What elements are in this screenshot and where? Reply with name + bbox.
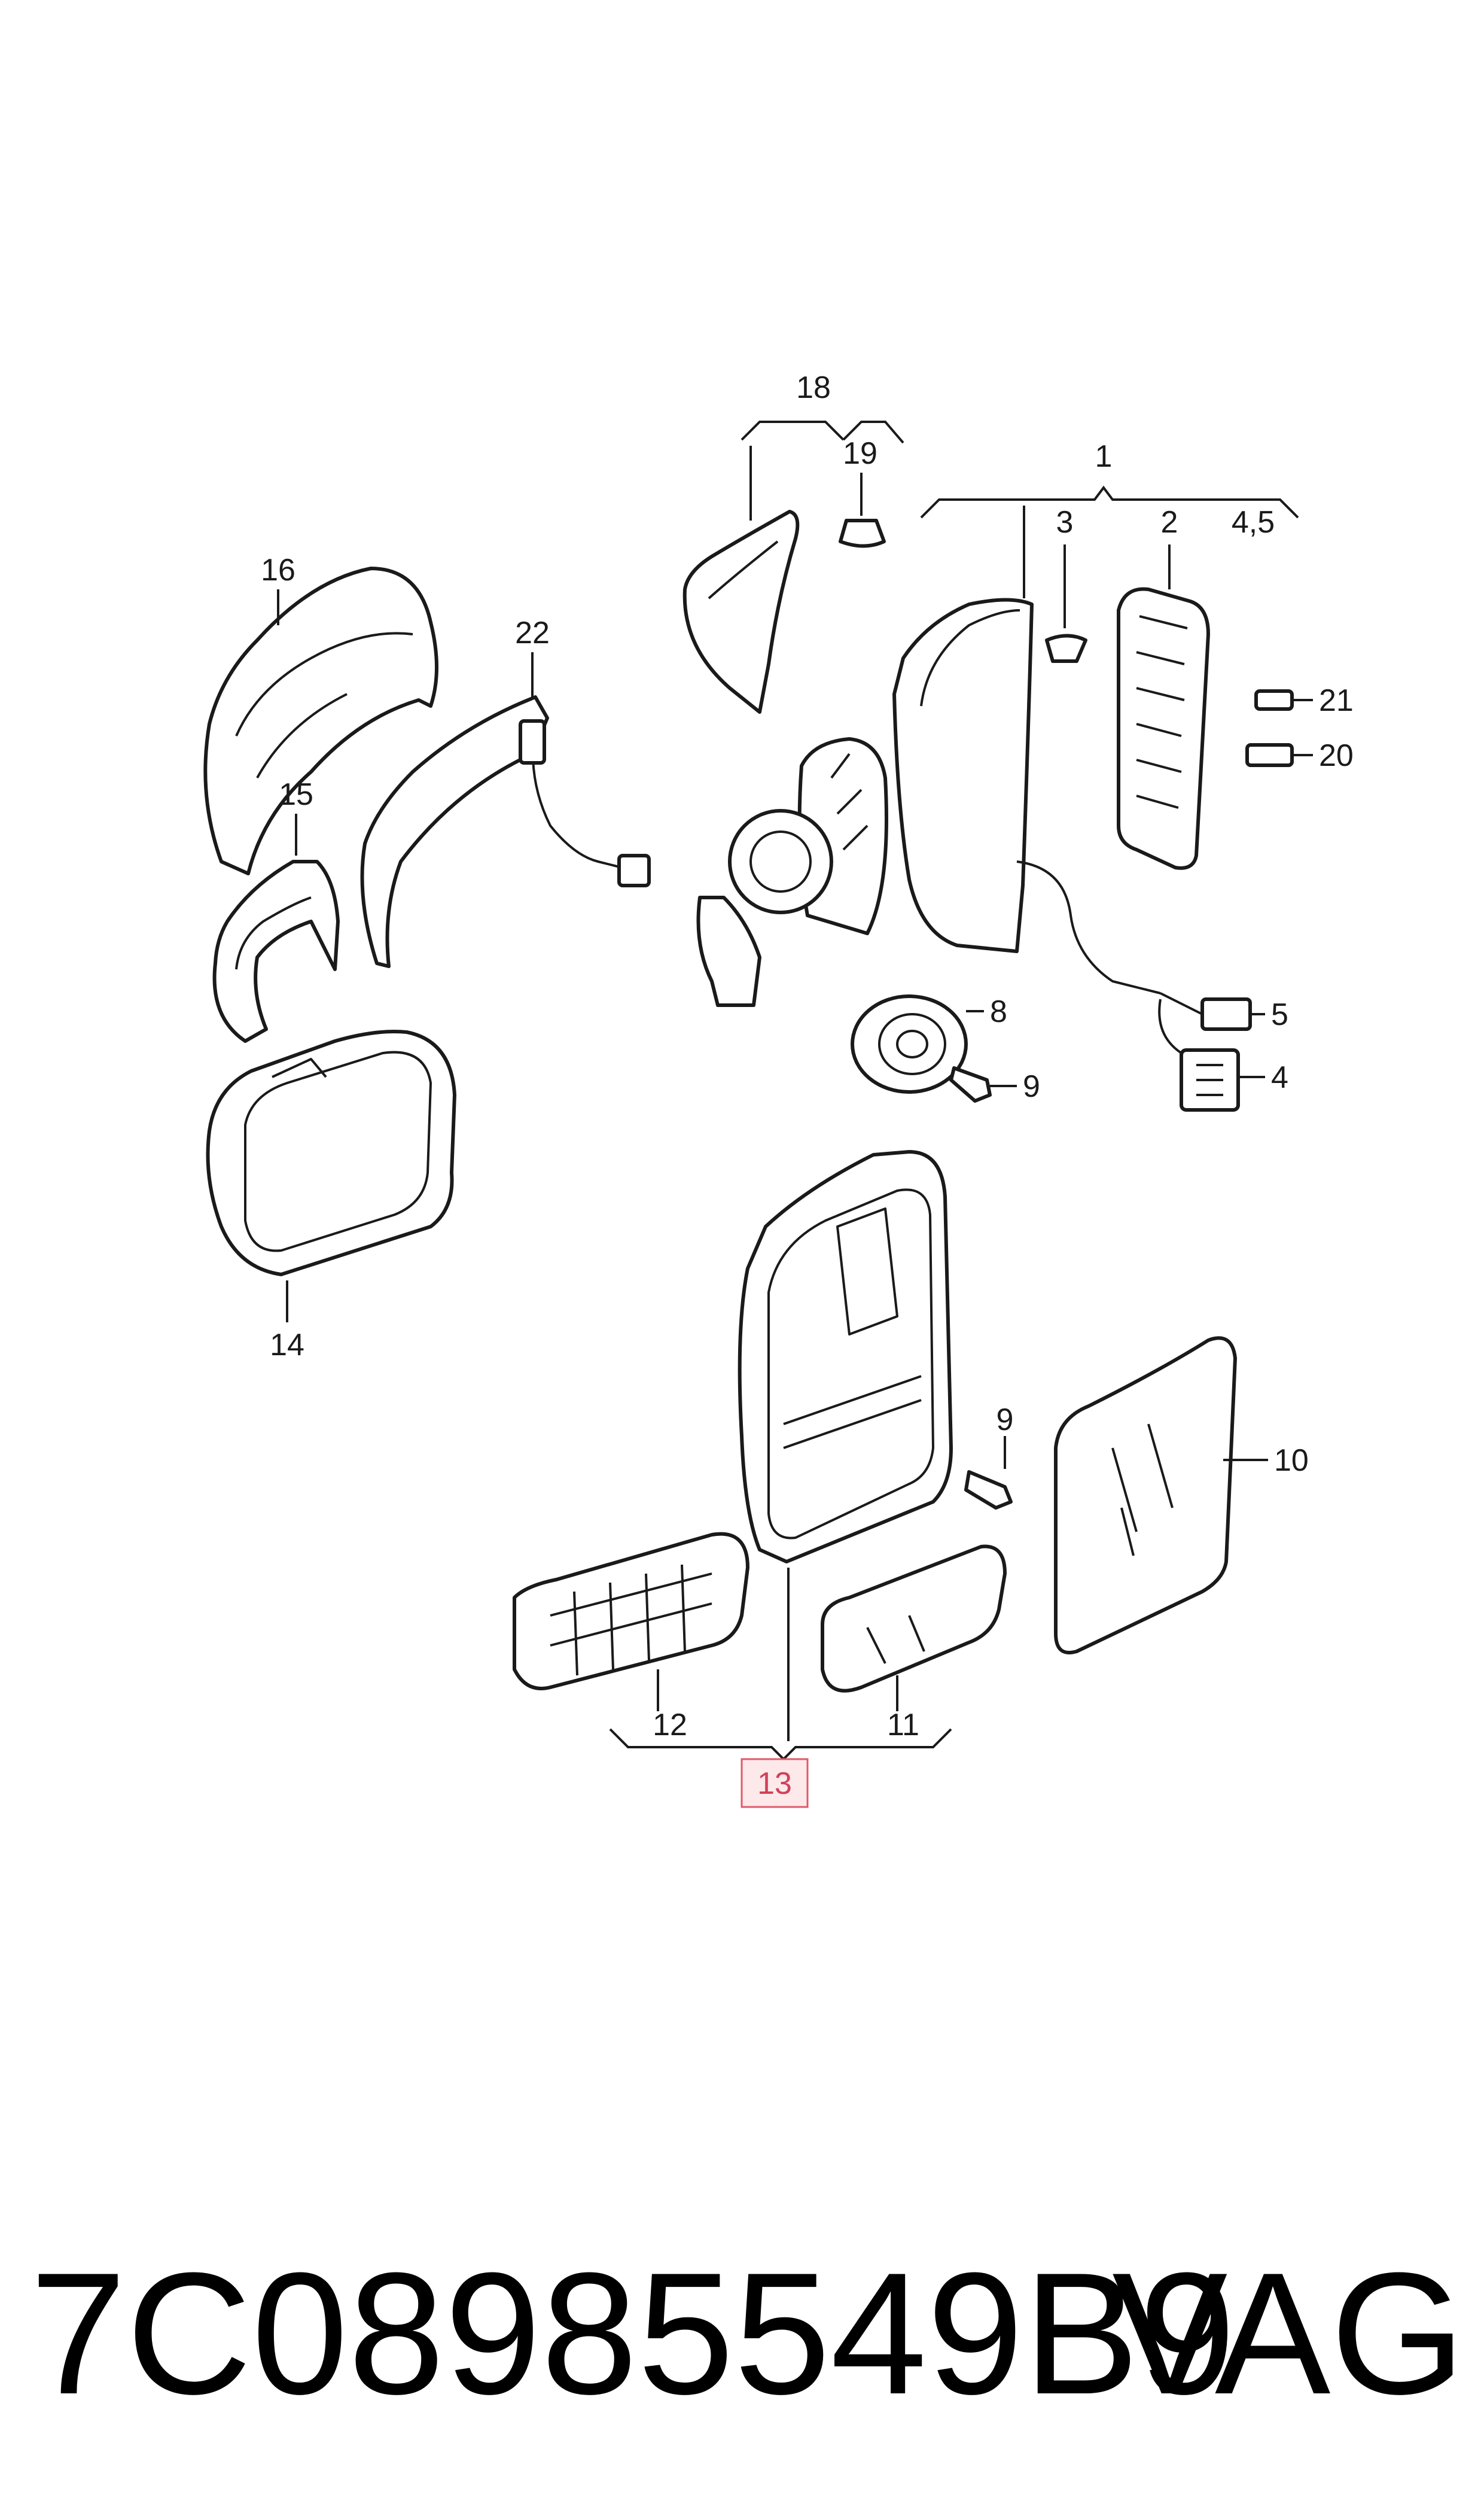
callout-12: 12 [653,1708,687,1742]
highlight-box-13 [741,1758,809,1808]
callout-10: 10 [1274,1443,1309,1478]
part-4-connector [1158,999,1265,1112]
part-number: 7C08985549B9 [30,2237,1236,2430]
part-9-screw-lower [964,1436,1013,1510]
part-9-screw-upper [949,1066,1017,1103]
callout-22: 22 [515,616,550,650]
callout-16: 16 [261,553,295,588]
callout-8: 8 [990,994,1007,1029]
callout-13: 13 [757,1766,792,1801]
part-21-screw [1254,689,1313,711]
callout-3: 3 [1056,505,1074,540]
part-3-nut [1045,544,1087,663]
callout-15: 15 [279,777,313,812]
callout-4-5: 4,5 [1232,505,1275,540]
footer: 7C08985549B9 VAG [30,2238,1465,2429]
part-15-signal-bracket [212,814,340,1043]
part-18-upper-cover [682,421,904,714]
part-16-mirror-cap [203,567,438,875]
part-8-motor [851,994,984,1094]
callout-18: 18 [796,370,831,405]
part-22-trim-wiring [360,652,651,968]
part-10-mirror-glass [1054,1336,1268,1654]
part-19-clip [839,473,886,548]
callout-20: 20 [1319,738,1354,773]
callout-21: 21 [1319,683,1354,718]
callout-2: 2 [1161,505,1178,540]
part-5-connector [1160,992,1265,1031]
callout-14: 14 [270,1328,304,1362]
callout-4: 4 [1271,1060,1288,1095]
callout-9-upper: 9 [1023,1069,1040,1104]
part-1-mirror-housing [696,485,1299,1007]
callout-9-lower: 9 [997,1403,1014,1437]
callout-19: 19 [843,436,877,471]
part-13-mirror-base [609,1150,953,1761]
part-11-wide-angle-glass [821,1544,1007,1711]
callout-11: 11 [887,1708,919,1742]
brand-label: VAG [1112,2237,1465,2430]
exploded-parts-diagram: 18 19 1 3 2 4,5 16 22 21 20 15 8 5 9 4 1… [203,370,1354,1808]
part-14-lower-housing [206,1030,456,1322]
part-20-screw [1245,743,1313,767]
part-12-grid-plate [513,1532,749,1711]
callout-1: 1 [1095,439,1113,474]
callout-5: 5 [1271,997,1288,1032]
part-2-heated-pad [1117,544,1210,870]
